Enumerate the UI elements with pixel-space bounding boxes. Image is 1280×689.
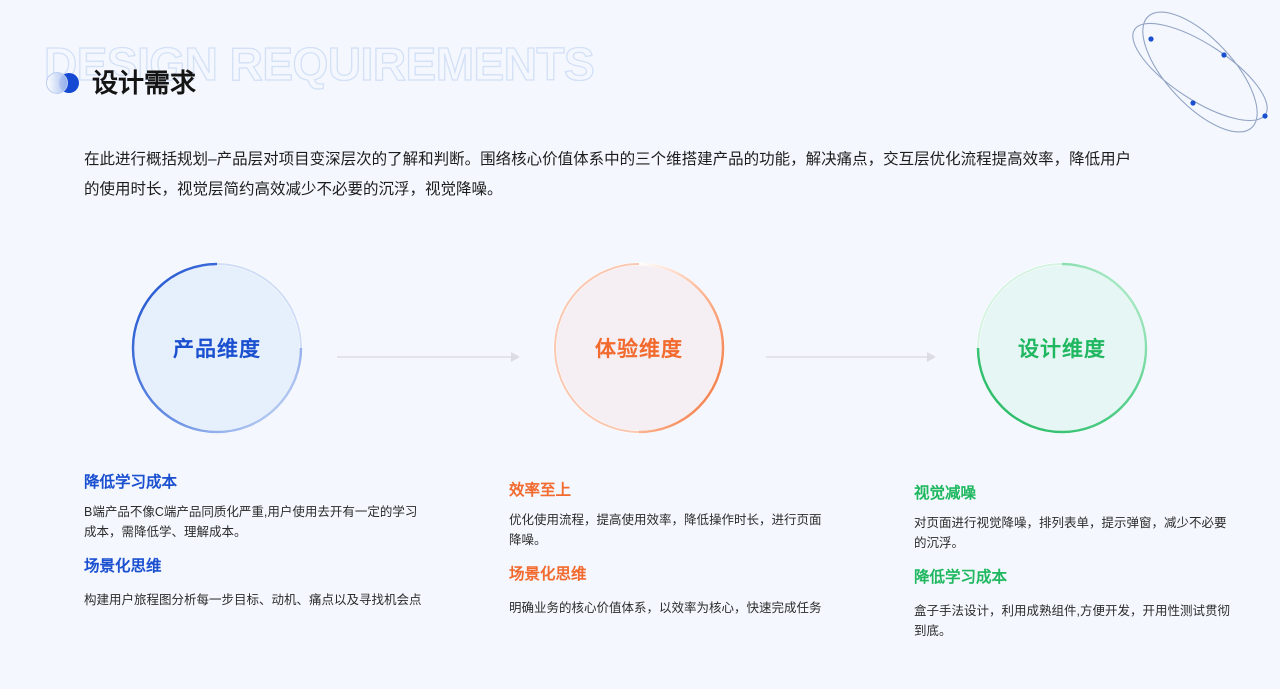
product-dimension-details: 降低学习成本 B端产品不像C端产品同质化严重,用户使用去开有一定的学习成本，需降… [84, 472, 424, 624]
product-dimension-label: 产品维度 [173, 338, 261, 361]
detail-title: 场景化思维 [84, 558, 162, 575]
experience-dimension-circle: 体验维度 [553, 262, 725, 434]
intro-paragraph: 在此进行概括规划–产品层对项目变深层次的了解和判断。围络核心价值体系中的三个维搭… [84, 151, 1132, 198]
design-dimension-label: 设计维度 [1018, 338, 1106, 361]
experience-dimension-details: 效率至上 优化使用流程，提高使用效率，降低操作时长，进行页面降噪。 场景化思维 … [509, 480, 829, 632]
orbit-ellipses-icon [1132, 11, 1268, 133]
page-title: 设计需求 [92, 68, 197, 98]
detail-block: 场景化思维 明确业务的核心价值体系，以效率为核心，快速完成任务 [509, 564, 829, 618]
detail-block: 场景化思维 构建用户旅程图分析每一步目标、动机、痛点以及寻找机会点 [84, 556, 424, 610]
detail-block: 视觉减噪 对页面进行视觉降噪，排列表单，提示弹窗，减少不必要的沉浮。 [914, 483, 1234, 553]
detail-title: 降低学习成本 [914, 569, 1008, 586]
arrow-right-icon [337, 352, 520, 362]
experience-dimension-label: 体验维度 [595, 338, 683, 361]
detail-description: 对页面进行视觉降噪，排列表单，提示弹窗，减少不必要的沉浮。 [914, 516, 1227, 550]
design-dimension-details: 视觉减噪 对页面进行视觉降噪，排列表单，提示弹窗，减少不必要的沉浮。 降低学习成… [914, 483, 1234, 655]
product-dimension-circle: 产品维度 [131, 262, 303, 434]
detail-title: 降低学习成本 [84, 474, 178, 491]
detail-block: 效率至上 优化使用流程，提高使用效率，降低操作时长，进行页面降噪。 [509, 480, 829, 550]
detail-description: 盒子手法设计，利用成熟组件,方便开发，开用性测试贯彻到底。 [914, 604, 1230, 638]
detail-block: 降低学习成本 B端产品不像C端产品同质化严重,用户使用去开有一定的学习成本，需降… [84, 472, 424, 542]
overlapping-circles-icon [46, 72, 79, 94]
detail-block: 降低学习成本 盒子手法设计，利用成熟组件,方便开发，开用性测试贯彻到底。 [914, 567, 1234, 641]
design-dimension-circle: 设计维度 [976, 262, 1148, 434]
detail-title: 效率至上 [509, 482, 572, 499]
detail-description: B端产品不像C端产品同质化严重,用户使用去开有一定的学习成本，需降低学、理解成本… [84, 505, 418, 539]
background-title-watermark: DESIGN REQUIREMENTS [43, 37, 595, 90]
detail-description: 优化使用流程，提高使用效率，降低操作时长，进行页面降噪。 [509, 513, 822, 547]
detail-description: 构建用户旅程图分析每一步目标、动机、痛点以及寻找机会点 [84, 593, 422, 607]
detail-title: 场景化思维 [509, 566, 587, 583]
detail-description: 明确业务的核心价值体系，以效率为核心，快速完成任务 [509, 601, 822, 615]
detail-title: 视觉减噪 [914, 485, 977, 502]
arrow-right-icon [766, 352, 936, 362]
